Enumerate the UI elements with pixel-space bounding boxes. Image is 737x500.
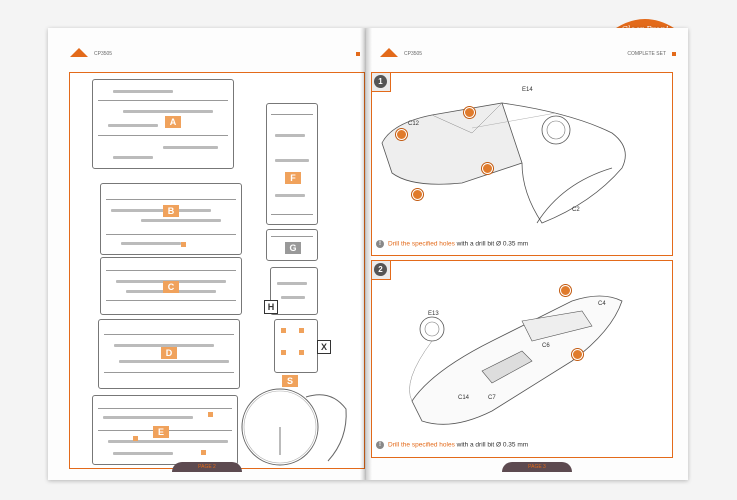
- sprue-x-frame: X: [274, 319, 331, 373]
- header-code: CP3505: [94, 51, 113, 57]
- left-page-header: CP3505: [70, 48, 360, 60]
- page-number-tab-right: PAGE 3: [502, 462, 572, 472]
- right-page-footer: PAGE 3: [366, 462, 688, 472]
- step-number-badge: 1: [372, 73, 391, 92]
- note-text: with a drill bit Ø 0.35 mm: [454, 240, 529, 248]
- booklet-gutter: [360, 28, 372, 480]
- drill-hole-marker: [412, 189, 423, 200]
- drill-hole-marker: [560, 285, 571, 296]
- right-page: CP3505 COMPLETE SET 1 C12 E14 C2: [366, 28, 688, 480]
- header-marker-icon: [672, 52, 676, 56]
- left-page-footer: PAGE 2: [48, 462, 366, 472]
- instruction-booklet-spread: CP3505 A B: [48, 28, 688, 480]
- sprue-d-frame: D: [98, 319, 240, 389]
- drill-hole-marker: [572, 349, 583, 360]
- drill-hole-marker: [396, 129, 407, 140]
- part-label-c7: C7: [488, 395, 496, 401]
- step-number: 1: [374, 75, 387, 88]
- mini-logo-icon: [380, 48, 398, 57]
- part-label-e14: E14: [522, 87, 533, 93]
- assembly-step-2: 2 E13 C14 C6 C4 C7 ! Drill the specified …: [371, 260, 673, 458]
- part-label-c6: C6: [542, 343, 550, 349]
- sprue-h-frame: H: [264, 267, 318, 315]
- note-text: with a drill bit Ø 0.35 mm: [454, 441, 529, 449]
- sprue-g-frame: G: [266, 229, 318, 261]
- header-set-label: COMPLETE SET: [627, 51, 666, 57]
- part-label-c12: C12: [408, 121, 420, 127]
- sprue-e-frame: E: [92, 395, 238, 465]
- part-label-c2: C2: [572, 207, 580, 213]
- step-2-illustration: [409, 295, 623, 425]
- drill-hole-marker: [482, 163, 493, 174]
- sprue-label-h: H: [264, 300, 278, 314]
- step-2-drill-note: ! Drill the specified holes with a drill …: [376, 441, 528, 449]
- sprue-a-frame: A: [92, 79, 234, 169]
- step-1-drill-note: ! Drill the specified holes with a drill …: [376, 240, 528, 248]
- note-highlight: Drill the specified holes: [388, 441, 455, 449]
- sprue-c-frame: C: [100, 257, 242, 315]
- sprue-b-frame: B: [100, 183, 242, 255]
- right-page-header: CP3505 COMPLETE SET: [380, 48, 676, 60]
- sprue-label-g: G: [285, 242, 301, 254]
- assembly-step-1: 1 C12 E14 C2 ! Drill the specified holes …: [371, 72, 673, 256]
- mini-logo-icon: [70, 48, 88, 57]
- warning-icon: !: [376, 441, 384, 449]
- page-number-tab-left: PAGE 2: [172, 462, 242, 472]
- sprue-label-a: A: [165, 116, 181, 128]
- sprue-label-b: B: [163, 205, 179, 217]
- sprue-label-e: E: [153, 426, 169, 438]
- step-number-badge: 2: [372, 261, 391, 280]
- part-label-c14: C14: [458, 395, 470, 401]
- sprue-label-d: D: [161, 347, 177, 359]
- step-1-illustration: [381, 102, 626, 224]
- note-highlight: Drill the specified holes: [388, 240, 455, 248]
- part-label-c4: C4: [598, 301, 606, 307]
- sprue-f-frame: F: [266, 103, 318, 225]
- part-label-e13: E13: [428, 311, 439, 317]
- left-page: CP3505 A B: [48, 28, 366, 480]
- step-number: 2: [374, 263, 387, 276]
- sprue-diagram: A B C: [69, 72, 365, 469]
- propeller-disc-sprue: [241, 388, 347, 466]
- drill-hole-marker: [464, 107, 475, 118]
- header-marker-icon: [356, 52, 360, 56]
- sprue-label-c: C: [163, 281, 179, 293]
- header-code: CP3505: [404, 51, 423, 57]
- sprue-label-s: S: [282, 375, 298, 387]
- sprue-label-f: F: [285, 172, 301, 184]
- sprue-label-x: X: [317, 340, 331, 354]
- warning-icon: !: [376, 240, 384, 248]
